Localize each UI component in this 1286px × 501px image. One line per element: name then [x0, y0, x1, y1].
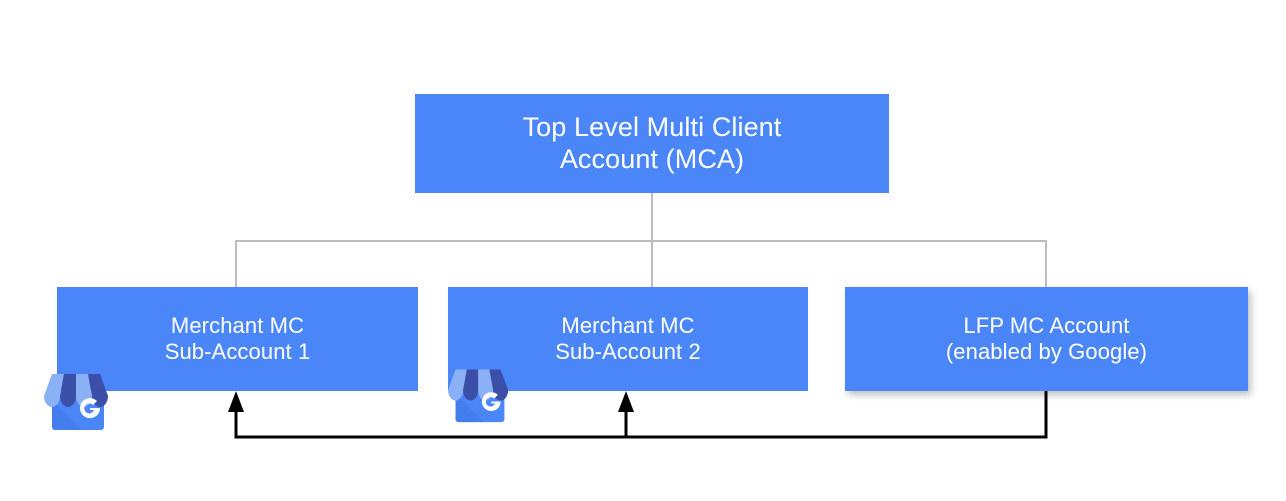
- node-lfp-mc-account[interactable]: LFP MC Account (enabled by Google): [845, 287, 1248, 391]
- google-my-business-storefront-icon-glyph: [44, 374, 108, 430]
- node-merchant-mc-sub-account-2[interactable]: Merchant MC Sub-Account 2: [448, 287, 808, 391]
- node-merchant-mc-sub-account-1[interactable]: Merchant MC Sub-Account 1: [57, 287, 418, 391]
- google-my-business-storefront-icon: [44, 366, 112, 432]
- node-top-level-mca[interactable]: Top Level Multi Client Account (MCA): [415, 94, 889, 193]
- tree-connector-group: [234, 193, 1048, 288]
- flow-arrow-group: [234, 391, 1048, 439]
- google-my-business-storefront-icon-glyph: [448, 369, 509, 423]
- flow-arrow-path-lfp-to-subs: [234, 391, 1048, 439]
- node-lfp-mc-account-label: LFP MC Account (enabled by Google): [945, 313, 1148, 364]
- google-my-business-storefront-icon: [448, 362, 512, 424]
- node-merchant-mc-sub-account-1-label: Merchant MC Sub-Account 1: [164, 313, 311, 364]
- arrowhead-to-sub-account-2: [618, 391, 634, 412]
- node-top-level-mca-label: Top Level Multi Client Account (MCA): [522, 111, 782, 174]
- flow-arrow-heads: [228, 391, 634, 412]
- arrowhead-to-sub-account-1: [228, 391, 244, 412]
- node-merchant-mc-sub-account-2-label: Merchant MC Sub-Account 2: [555, 313, 701, 364]
